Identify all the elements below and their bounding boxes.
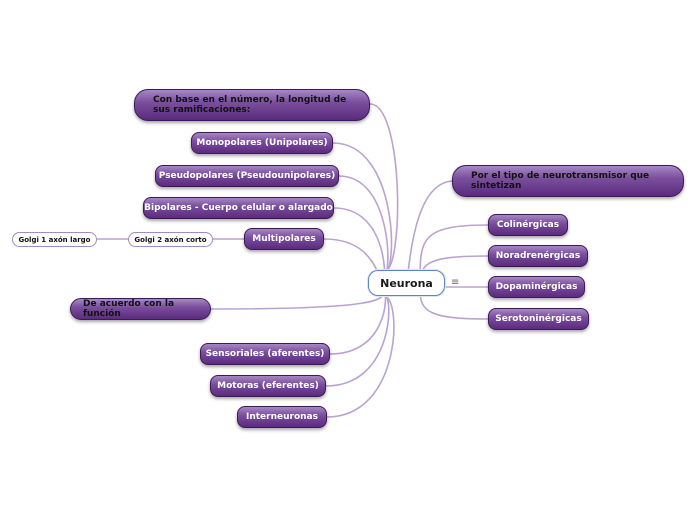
topic-dopaminergicas-label: Dopaminérgicas	[495, 282, 578, 292]
central-topic-neurona[interactable]: Neurona	[368, 270, 445, 296]
subtopic-golgi-2-label: Golgi 2 axón corto	[134, 235, 207, 244]
topic-serotoninergicas-label: Serotoninérgicas	[495, 314, 582, 324]
topic-dopaminergicas[interactable]: Dopaminérgicas	[488, 276, 585, 298]
topic-monopolares[interactable]: Monopolares (Unipolares)	[191, 132, 333, 154]
topic-bipolares-label: Bipolares - Cuerpo celular o alargado	[144, 203, 333, 213]
topic-numero-label: Con base en el número, la longitud de su…	[153, 95, 347, 115]
link-pseudopolares	[338, 175, 389, 277]
topic-noradrenergicas-label: Noradrenérgicas	[495, 251, 581, 261]
topic-multipolares-label: Multipolares	[252, 234, 316, 244]
link-serotoninergicas	[419, 289, 489, 320]
link-funcion	[210, 289, 385, 310]
topic-colinergicas[interactable]: Colinérgicas	[488, 214, 568, 236]
link-colinergicas	[419, 224, 489, 283]
link-sensoriales	[329, 291, 387, 355]
central-topic-label: Neurona	[380, 276, 433, 290]
topic-sensoriales[interactable]: Sensoriales (aferentes)	[200, 343, 330, 365]
link-numero	[369, 103, 399, 273]
topic-pseudopolares-label: Pseudopolares (Pseudounipolares)	[158, 171, 336, 181]
link-neurotransmisor	[405, 180, 455, 281]
topic-pseudopolares[interactable]: Pseudopolares (Pseudounipolares)	[155, 165, 339, 187]
notes-icon[interactable]: ≡	[451, 277, 460, 288]
link-motoras	[325, 293, 390, 387]
topic-bipolares[interactable]: Bipolares - Cuerpo celular o alargado	[143, 197, 334, 219]
subtopic-golgi-1-label: Golgi 1 axón largo	[18, 235, 91, 244]
topic-multipolares[interactable]: Multipolares	[244, 228, 324, 250]
topic-motoras[interactable]: Motoras (eferentes)	[210, 375, 326, 397]
subtopic-golgi-1[interactable]: Golgi 1 axón largo	[12, 232, 97, 247]
topic-colinergicas-label: Colinérgicas	[496, 220, 560, 230]
link-bipolares	[333, 207, 386, 279]
topic-interneuronas[interactable]: Interneuronas	[237, 406, 327, 428]
topic-numero-ramificaciones[interactable]: Con base en el número, la longitud de su…	[134, 89, 370, 121]
topic-motoras-label: Motoras (eferentes)	[217, 381, 319, 391]
subtopic-golgi-2[interactable]: Golgi 2 axón corto	[128, 232, 213, 247]
topic-interneuronas-label: Interneuronas	[246, 412, 318, 422]
topic-noradrenergicas[interactable]: Noradrenérgicas	[488, 245, 588, 267]
link-interneuronas	[326, 295, 395, 418]
topic-neurotransmisor[interactable]: Por el tipo de neurotransmisor que sinte…	[452, 165, 684, 197]
topic-sensoriales-label: Sensoriales (aferentes)	[205, 349, 325, 359]
topic-funcion-label: De acuerdo con la función	[83, 299, 175, 319]
topic-funcion[interactable]: De acuerdo con la función	[70, 298, 211, 320]
link-monopolares	[332, 142, 393, 275]
topic-neurotransmisor-label: Por el tipo de neurotransmisor que sinte…	[471, 171, 650, 191]
topic-monopolares-label: Monopolares (Unipolares)	[196, 138, 328, 148]
topic-serotoninergicas[interactable]: Serotoninérgicas	[488, 308, 589, 330]
